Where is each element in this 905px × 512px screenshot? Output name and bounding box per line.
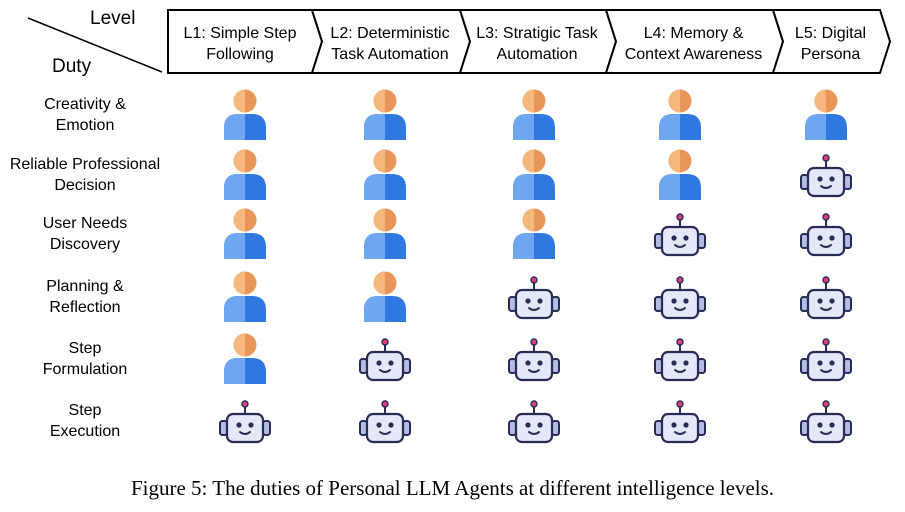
robot-icon [508, 338, 560, 382]
corner-diagonal-line [27, 17, 163, 73]
duty-label-line2: Formulation [42, 361, 128, 378]
level-title-line1: L2: Deterministic [330, 25, 449, 42]
robot-icon [800, 276, 852, 320]
duty-label-line2: Decision [54, 177, 116, 194]
duty-label-line1: Reliable Professional [9, 156, 161, 173]
level-title-line2: Context Awareness [625, 46, 763, 63]
duty-label-line1: User Needs [42, 215, 128, 232]
duty-label-line1: Step [68, 340, 102, 357]
person-icon [364, 149, 406, 200]
robot-icon [800, 154, 852, 198]
level-title-line2: Task Automation [331, 46, 448, 63]
duty-axis-label: Duty [52, 56, 92, 77]
person-icon [224, 149, 266, 200]
duty-level-grid [219, 89, 852, 444]
robot-icon [219, 400, 271, 444]
level-title-line2: Persona [801, 46, 861, 63]
person-icon [224, 271, 266, 322]
figure-caption: Figure 5: The duties of Personal LLM Age… [130, 476, 775, 500]
person-icon [513, 89, 555, 140]
duty-label-line2: Reflection [49, 299, 121, 316]
level-title-line2: Following [206, 46, 274, 63]
person-icon [659, 149, 701, 200]
robot-icon [654, 338, 706, 382]
person-icon [224, 333, 266, 384]
duty-label-line2: Emotion [55, 117, 115, 134]
person-icon [513, 149, 555, 200]
robot-icon [800, 338, 852, 382]
robot-icon [654, 400, 706, 444]
level-title-line1: L4: Memory & [644, 25, 744, 42]
person-icon [364, 208, 406, 259]
duty-label-line1: Planning & [46, 278, 124, 295]
person-icon [224, 208, 266, 259]
duty-label-line2: Execution [49, 423, 121, 440]
person-icon [513, 208, 555, 259]
robot-icon [800, 213, 852, 257]
level-title-line1: L5: Digital [795, 25, 866, 42]
level-title-line1: L1: Simple Step [184, 25, 297, 42]
duty-label-row: Creativity & Emotion [0, 94, 170, 136]
person-icon [659, 89, 701, 140]
person-icon [805, 89, 847, 140]
duty-label-line2: Discovery [49, 236, 121, 253]
level-title-line2: Automation [497, 46, 578, 63]
person-icon [364, 271, 406, 322]
level-axis-label: Level [90, 8, 136, 29]
robot-icon [508, 400, 560, 444]
level-chevron-5 [771, 9, 892, 74]
duty-label-line1: Step [68, 402, 102, 419]
duty-label-line1: Creativity & [44, 96, 126, 113]
level-title-line1: L3: Stratigic Task [476, 25, 599, 42]
robot-icon [359, 338, 411, 382]
robot-icon [359, 400, 411, 444]
robot-icon [800, 400, 852, 444]
robot-icon [508, 276, 560, 320]
person-icon [224, 89, 266, 140]
robot-icon [654, 213, 706, 257]
robot-icon [654, 276, 706, 320]
duty-label-row: Planning & Reflection [0, 276, 170, 318]
person-icon [364, 89, 406, 140]
